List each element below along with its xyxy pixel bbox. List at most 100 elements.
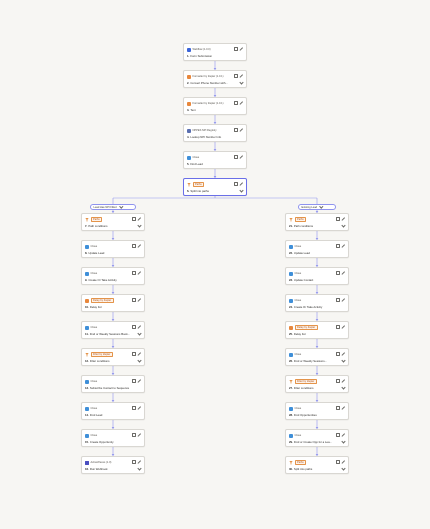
pencil-icon[interactable]	[342, 406, 346, 410]
chevron-down-icon[interactable]	[119, 204, 123, 209]
edit-icon[interactable]	[132, 433, 136, 437]
pencil-icon[interactable]	[342, 433, 346, 437]
branch-path-pill[interactable]: Existing Lead	[298, 204, 336, 210]
pencil-icon[interactable]	[138, 298, 142, 302]
step-toolbar	[336, 406, 345, 410]
edit-icon[interactable]	[336, 406, 340, 410]
edit-icon[interactable]	[234, 155, 238, 159]
step-card-1[interactable]: Webflow (1.0.0)1.Form Submission	[183, 43, 247, 61]
chevron-down-icon[interactable]	[239, 80, 244, 85]
edit-icon[interactable]	[234, 182, 238, 186]
branch-path-pill[interactable]: Lead Has NPI Filled	[90, 204, 136, 210]
edit-icon[interactable]	[132, 271, 136, 275]
pencil-icon[interactable]	[342, 298, 346, 302]
edit-icon[interactable]	[234, 74, 238, 78]
chevron-down-icon[interactable]	[137, 331, 142, 336]
step-toolbar	[234, 182, 243, 186]
chevron-down-icon[interactable]	[137, 466, 142, 471]
step-title: 10.Delay For	[85, 305, 133, 309]
pencil-icon[interactable]	[138, 325, 142, 329]
step-title: 11.Find or Weekly Sessions Book...	[85, 332, 133, 336]
chevron-down-icon[interactable]	[239, 188, 244, 193]
chevron-down-icon[interactable]	[137, 358, 142, 363]
pencil-icon[interactable]	[342, 379, 346, 383]
edit-icon[interactable]	[132, 460, 136, 464]
edit-icon[interactable]	[234, 101, 238, 105]
pencil-icon[interactable]	[240, 155, 244, 159]
pencil-icon[interactable]	[240, 128, 244, 132]
pencil-icon[interactable]	[342, 244, 346, 248]
edit-icon[interactable]	[132, 406, 136, 410]
pencil-icon[interactable]	[138, 217, 142, 221]
pencil-icon[interactable]	[342, 352, 346, 356]
pencil-icon[interactable]	[138, 433, 142, 437]
pencil-icon[interactable]	[138, 271, 142, 275]
edit-icon[interactable]	[132, 217, 136, 221]
pencil-icon[interactable]	[342, 217, 346, 221]
edit-icon[interactable]	[132, 325, 136, 329]
pencil-icon[interactable]	[138, 352, 142, 356]
edit-icon[interactable]	[234, 128, 238, 132]
pencil-icon[interactable]	[138, 406, 142, 410]
pencil-icon[interactable]	[138, 460, 142, 464]
step-card-3[interactable]: Formatter by Zapier (1.0.1)3.Text	[183, 97, 247, 115]
chevron-down-icon[interactable]	[341, 439, 346, 444]
chevron-down-icon[interactable]	[319, 204, 324, 209]
chevron-down-icon[interactable]	[341, 466, 346, 471]
edit-icon[interactable]	[336, 352, 340, 356]
step-card-16[interactable]: ActivePieces (1.0)16.Run Webhook	[81, 456, 145, 474]
chevron-down-icon[interactable]	[137, 223, 142, 228]
pencil-icon[interactable]	[342, 271, 346, 275]
edit-icon[interactable]	[336, 433, 340, 437]
pencil-icon[interactable]	[240, 74, 244, 78]
pencil-icon[interactable]	[342, 325, 346, 329]
edit-icon[interactable]	[336, 244, 340, 248]
edit-icon[interactable]	[132, 298, 136, 302]
pencil-icon[interactable]	[138, 244, 142, 248]
step-card-2[interactable]: Formatter by Zapier (1.0.1)2.Convert Pho…	[183, 70, 247, 88]
edit-icon[interactable]	[234, 47, 238, 51]
edit-icon[interactable]	[336, 325, 340, 329]
pencil-icon[interactable]	[240, 101, 244, 105]
edit-icon[interactable]	[132, 379, 136, 383]
edit-icon[interactable]	[132, 244, 136, 248]
chevron-down-icon[interactable]	[341, 358, 346, 363]
pencil-icon[interactable]	[240, 47, 244, 51]
paths-icon	[187, 182, 191, 187]
edit-icon[interactable]	[132, 352, 136, 356]
edit-icon[interactable]	[336, 379, 340, 383]
edit-icon[interactable]	[336, 298, 340, 302]
step-title: 6.Split Into paths	[187, 189, 235, 193]
edit-icon[interactable]	[336, 271, 340, 275]
edit-icon[interactable]	[336, 217, 340, 221]
chevron-down-icon[interactable]	[341, 385, 346, 390]
edit-icon[interactable]	[336, 460, 340, 464]
chevron-down-icon[interactable]	[341, 223, 346, 228]
pencil-icon[interactable]	[342, 460, 346, 464]
pencil-icon[interactable]	[240, 182, 244, 186]
pencil-icon[interactable]	[138, 379, 142, 383]
